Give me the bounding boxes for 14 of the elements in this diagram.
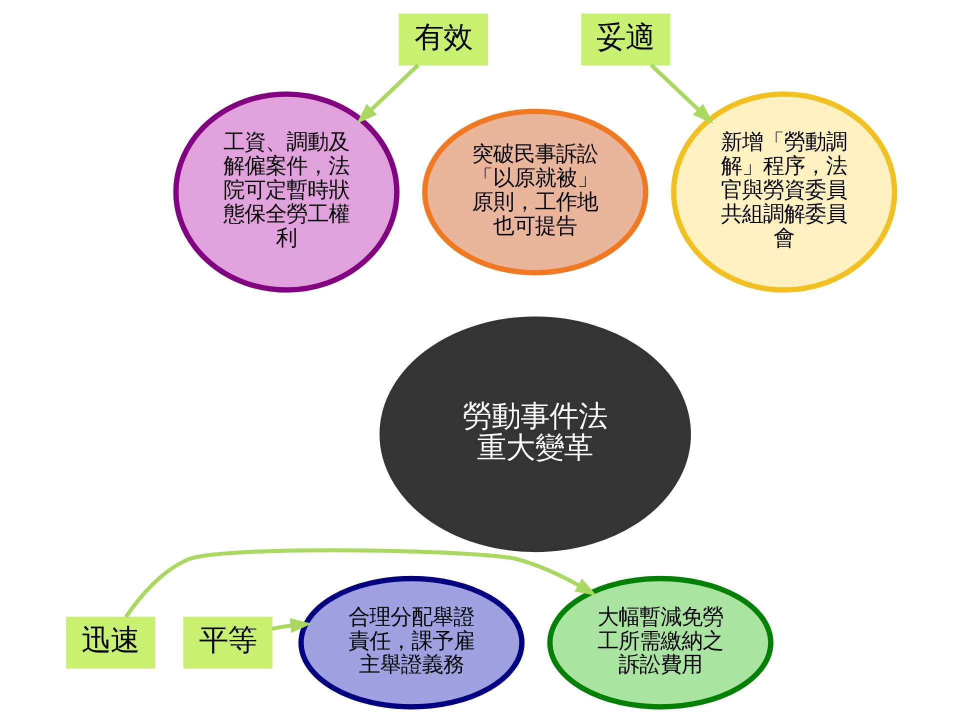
- node-box: 迅速: [66, 616, 155, 668]
- node-ellipse: 勞動事件法重大變革: [379, 316, 690, 552]
- node-box: 平等: [182, 616, 272, 668]
- node-box: 妥適: [580, 13, 670, 66]
- node-ellipse: 新增「勞動調解」程序，法官與勞資委員共組調解委員會: [670, 90, 897, 292]
- node-ellipse: 突破民事訴訟「以原就被」原則，工作地也可提告: [422, 108, 648, 275]
- node-box: 有效: [398, 13, 488, 66]
- arrow: [649, 63, 713, 124]
- arrow: [124, 548, 596, 618]
- node-ellipse: 大幅暫減免勞工所需繳納之訴訟費用: [546, 575, 773, 709]
- arrow: [356, 63, 420, 124]
- node-ellipse: 工資、調動及解僱案件，法院可定暫時狀態保全勞工權利: [172, 90, 399, 292]
- node-ellipse: 合理分配舉證責任，課予雇主舉證義務: [298, 575, 524, 709]
- arrow: [271, 618, 312, 633]
